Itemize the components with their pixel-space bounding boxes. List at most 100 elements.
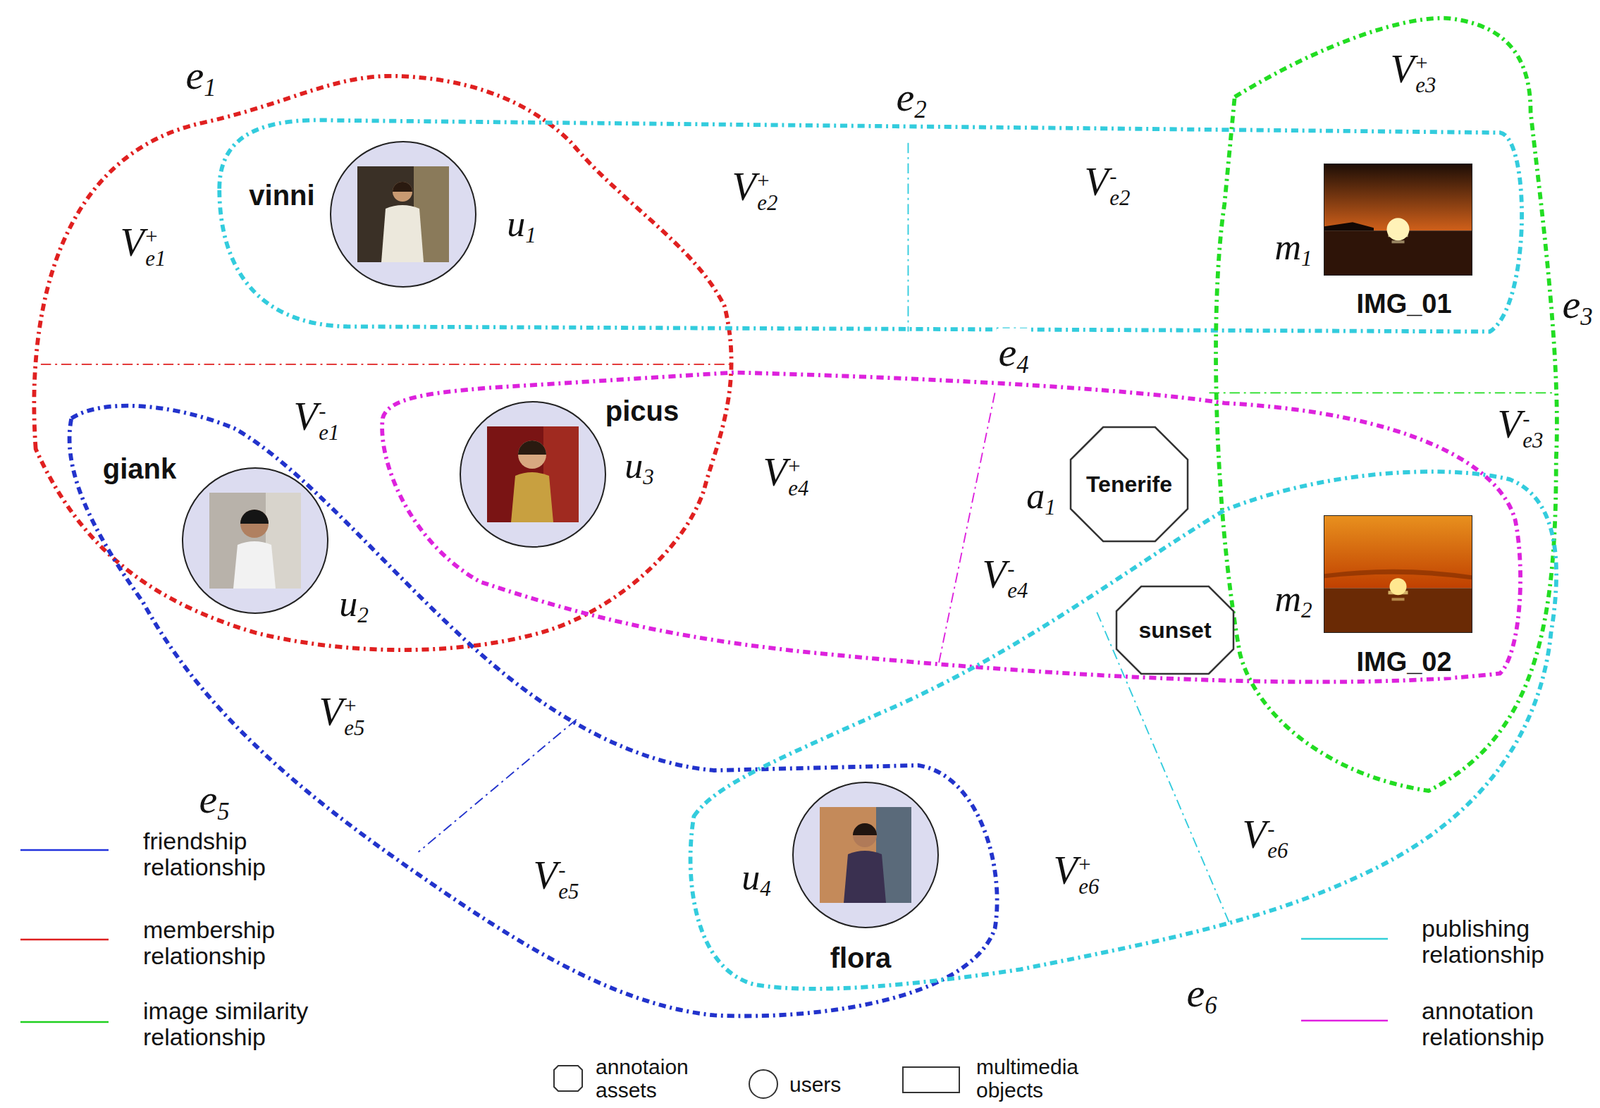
legend-line-sample	[20, 938, 109, 941]
hyperedge-name: e4	[995, 328, 1031, 380]
math-stack: +e1	[145, 226, 166, 270]
math-base: u	[506, 203, 526, 244]
math-stack: -e3	[1522, 408, 1543, 452]
math-subscript: e1	[145, 248, 166, 270]
math-stack: -e4	[1007, 558, 1028, 602]
math-stack: -e5	[558, 859, 579, 903]
math-base: a	[1026, 475, 1045, 516]
math-subscript: e2	[1109, 187, 1130, 210]
legend-line-sample	[1301, 938, 1388, 941]
math-stack: -e2	[1109, 165, 1130, 210]
octagon-shape	[1116, 586, 1234, 674]
annotation-asset: sunset	[1115, 585, 1235, 676]
math-subscript: e5	[343, 717, 365, 740]
math-subscript: 5	[217, 797, 230, 826]
hyperedge-e3-outline	[1215, 18, 1558, 791]
legend-line-sample	[20, 849, 109, 852]
object-id: m1	[1272, 226, 1314, 272]
annotation-tag: Tenerife	[1086, 471, 1173, 498]
math-subscript: e4	[1007, 580, 1028, 602]
math-superscript: -	[1007, 558, 1028, 581]
math-base: V	[1390, 47, 1415, 91]
partition-line	[938, 392, 996, 664]
math-base: V	[533, 853, 558, 898]
legend-text: membership relationship	[143, 917, 313, 970]
photo-background	[357, 166, 449, 263]
user-name: picus	[603, 395, 681, 428]
legend-text: friendship relationship	[143, 828, 313, 882]
user-photo	[819, 807, 912, 903]
sun-reflection	[1392, 240, 1405, 244]
photo-person-body	[511, 472, 554, 523]
photo-person-hair	[852, 823, 877, 836]
math-superscript: +	[1078, 854, 1099, 877]
math-subscript: 3	[642, 464, 655, 490]
legend-text: users	[789, 1072, 896, 1097]
math-base: V	[1242, 812, 1267, 857]
partition-name: V+e6	[1051, 847, 1102, 898]
math-superscript: +	[1415, 52, 1436, 75]
partition-name: V-e2	[1082, 159, 1133, 210]
math-stack: +e4	[788, 456, 809, 500]
math-base: V	[120, 220, 145, 265]
math-superscript: +	[145, 226, 166, 249]
multimedia-object: m1IMG_01	[1323, 163, 1473, 276]
math-superscript: -	[318, 400, 340, 423]
math-base: V	[293, 394, 318, 439]
photo-person-hair	[518, 440, 547, 455]
math-subscript: e2	[757, 192, 778, 215]
math-subscript: 4	[1016, 351, 1029, 379]
user-photo	[487, 426, 579, 523]
math-superscript: -	[1267, 818, 1288, 841]
photo-person-head	[392, 181, 413, 202]
photo-person-head	[518, 440, 547, 469]
partition-name: V+e3	[1388, 46, 1439, 97]
partition-line	[907, 143, 910, 332]
user-circle: florau4	[792, 781, 939, 929]
math-base: V	[732, 164, 757, 209]
legend-octagon-sample	[554, 1065, 583, 1092]
math-superscript: +	[757, 170, 778, 193]
math-stack: +e6	[1078, 854, 1099, 898]
picture-sun	[1387, 217, 1410, 241]
math-base: e	[895, 74, 915, 120]
legend-line-sample	[1301, 1019, 1388, 1023]
math-subscript: 1	[203, 74, 216, 102]
hyperedge-name: e3	[1559, 280, 1595, 332]
hyperedge-e2-outline	[219, 119, 1522, 332]
photo-person-head	[240, 509, 269, 538]
picture-sky	[1324, 515, 1472, 588]
partition-name: V-e6	[1240, 811, 1291, 863]
math-subscript: 1	[1301, 245, 1313, 271]
photo-background	[819, 807, 912, 903]
math-subscript: 2	[1301, 597, 1313, 623]
hyperedge-e5-outline	[69, 405, 998, 1017]
math-subscript: e3	[1522, 429, 1543, 452]
user-id: u3	[622, 444, 657, 490]
math-subscript: 4	[759, 876, 772, 901]
partition-lines	[40, 143, 1557, 924]
user-circle: picusu3	[459, 401, 607, 548]
math-superscript: -	[558, 859, 579, 882]
user-circle: vinniu1	[329, 140, 477, 288]
user-photo	[357, 166, 449, 263]
user-photo	[209, 492, 301, 589]
math-base: V	[319, 690, 344, 734]
user-name: giank	[100, 453, 179, 485]
photo-person-body	[381, 205, 424, 263]
math-base: V	[982, 552, 1007, 597]
multimedia-object: m2IMG_02	[1323, 515, 1473, 633]
user-circle: gianku2	[181, 467, 329, 614]
math-base: u	[624, 445, 643, 486]
picture-cloud	[1324, 569, 1472, 581]
sun-reflection	[1388, 233, 1409, 237]
math-subscript: e4	[788, 477, 809, 500]
math-superscript: -	[1109, 165, 1130, 188]
partition-name: V-e5	[531, 852, 582, 903]
sunset-picture	[1324, 164, 1472, 275]
math-superscript: +	[788, 456, 809, 478]
math-subscript: e6	[1078, 876, 1099, 898]
legend-text: annotaion assets	[595, 1055, 737, 1102]
photo-background	[487, 426, 579, 523]
partition-name: V+e5	[317, 689, 368, 740]
